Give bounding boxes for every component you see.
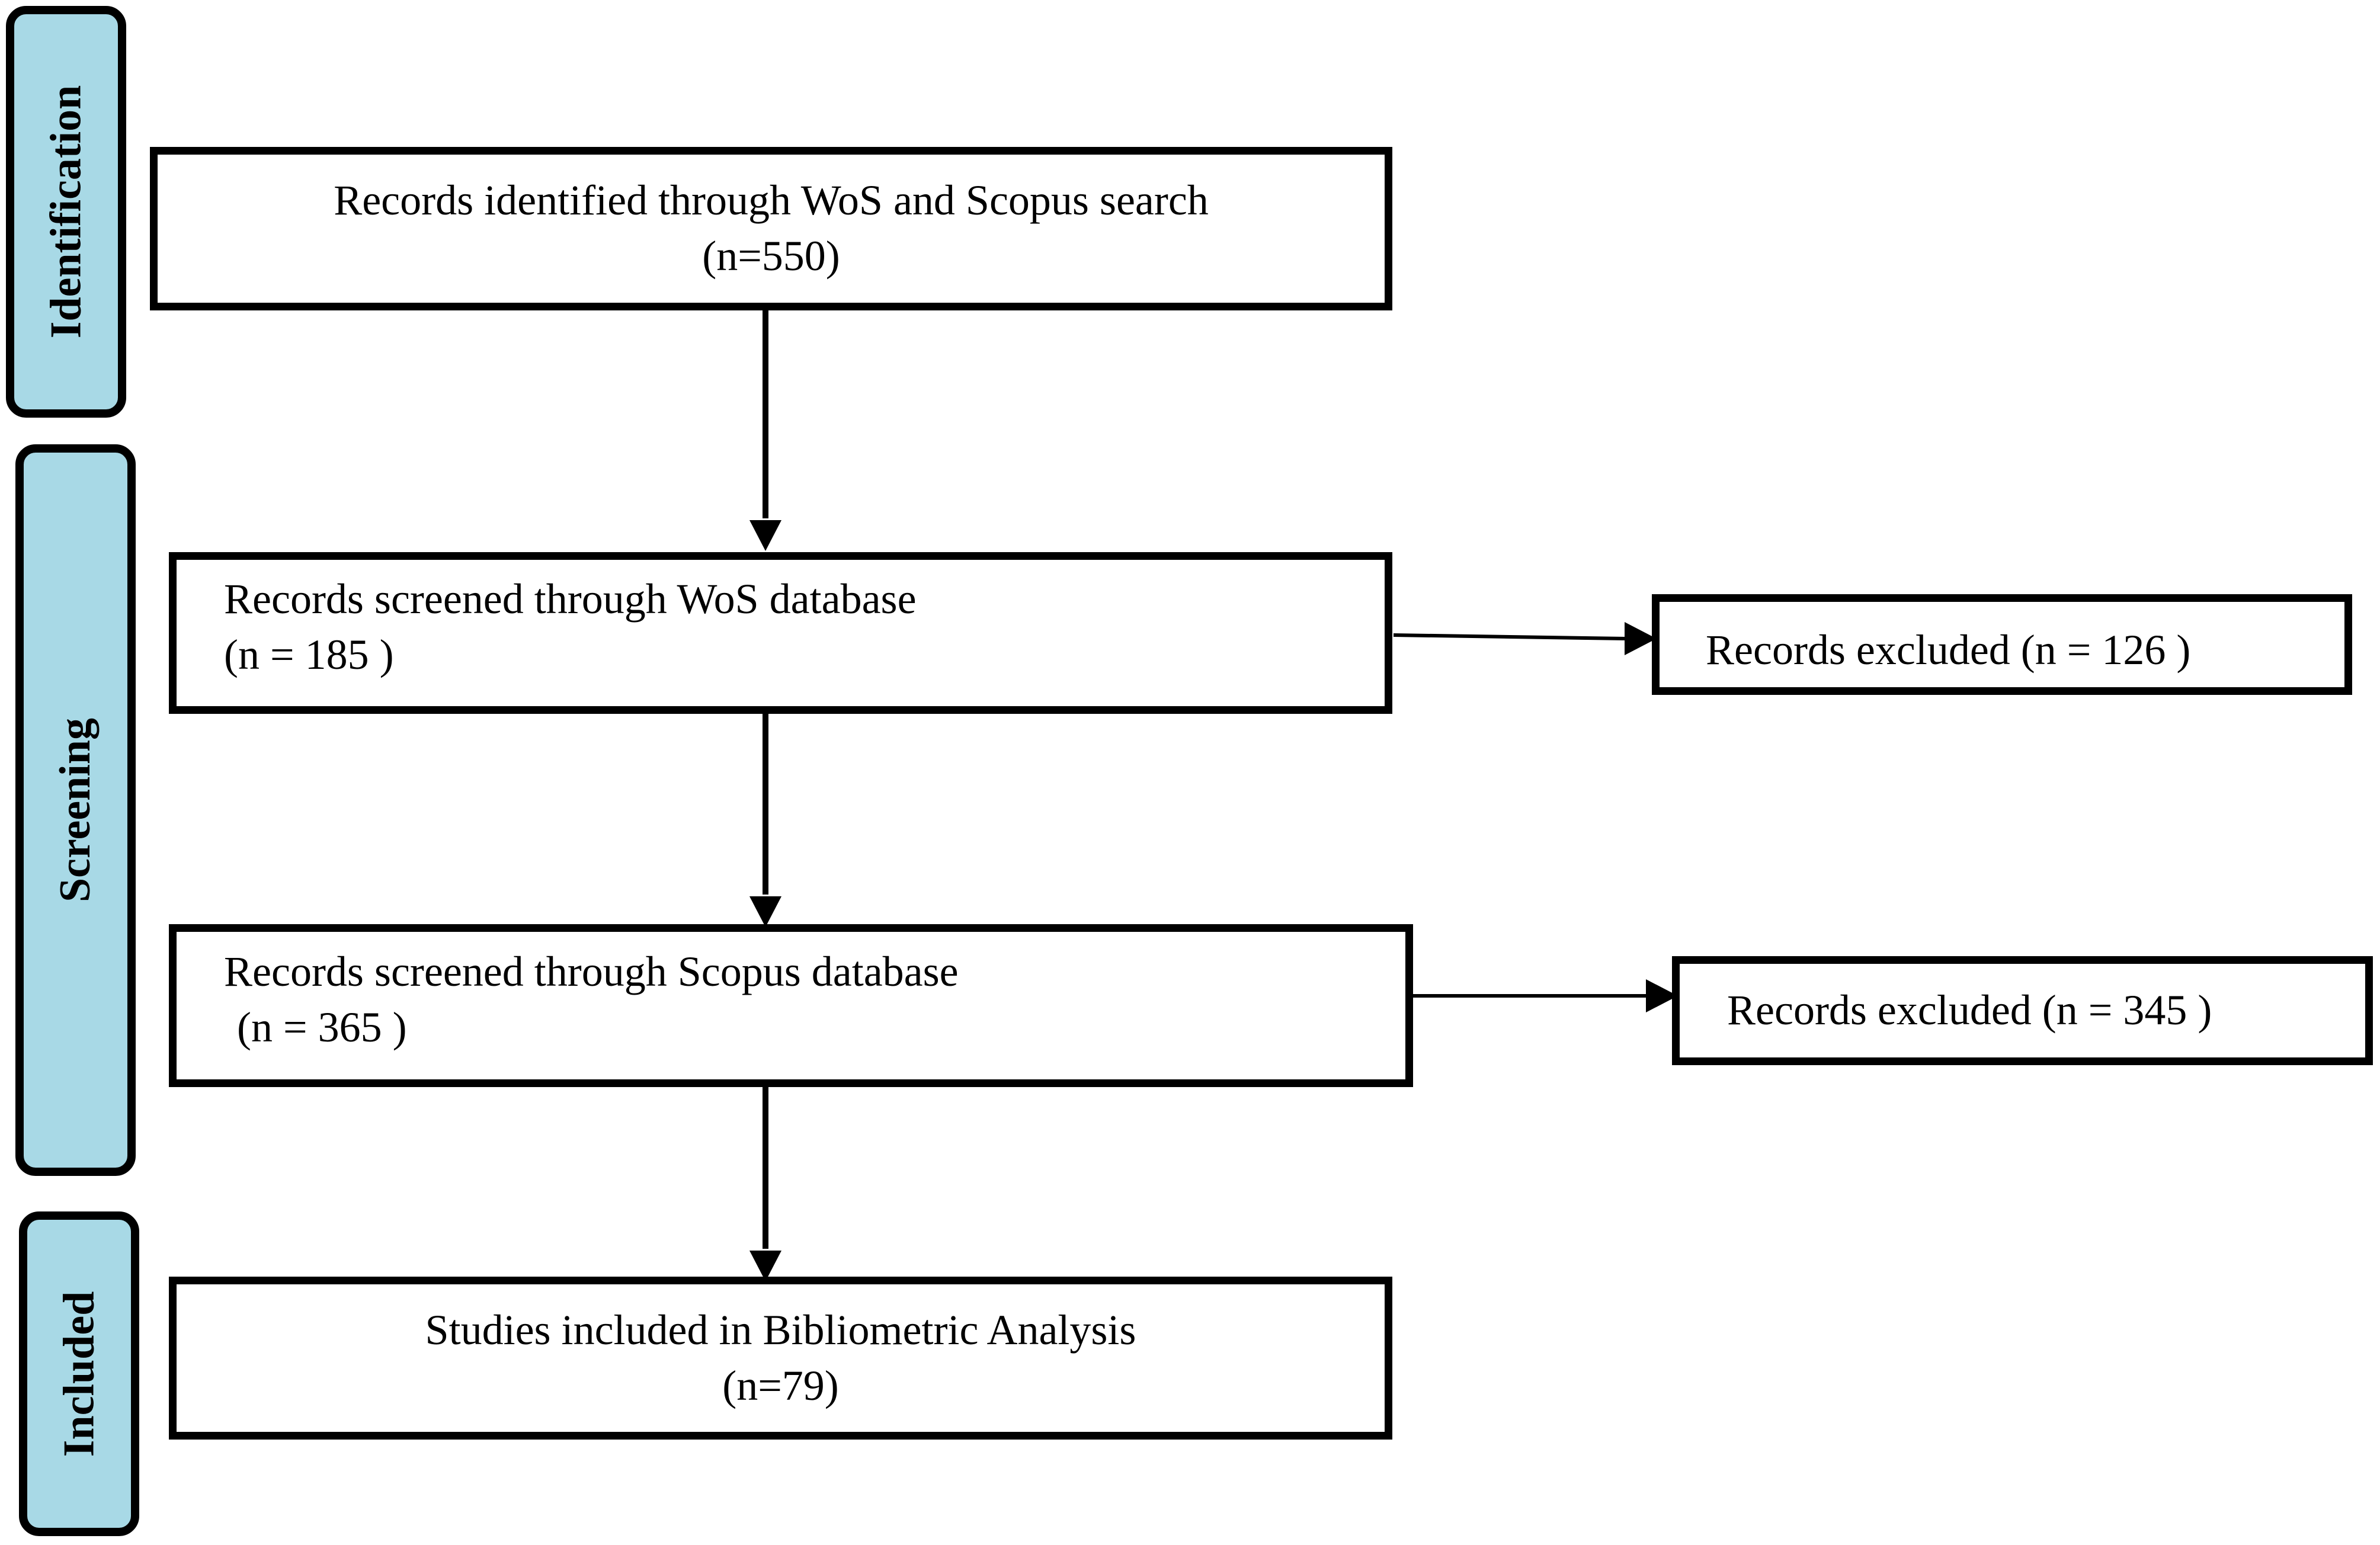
box-records-scopus: Records screened through Scopus database… <box>169 924 1413 1087</box>
arrowhead-scopus-to-included <box>749 1251 781 1281</box>
arrowhead-wos-to-scopus <box>749 896 781 927</box>
box-studies-included-count: (n=79) <box>722 1361 839 1409</box>
box-records-identified-text: Records identified through WoS and Scopu… <box>334 177 1209 225</box>
box-records-wos: Records screened through WoS database (n… <box>169 552 1392 714</box>
box-records-wos-count: (n = 185 ) <box>224 630 394 678</box>
box-records-scopus-count: (n = 365 ) <box>237 1003 407 1051</box>
box-studies-included: Studies included in Bibliometric Analysi… <box>169 1277 1392 1440</box>
box-scopus-excluded-text: Records excluded (n = 345 ) <box>1727 986 2212 1034</box>
box-records-wos-text: Records screened through WoS database <box>224 575 917 623</box>
stage-included: Included <box>19 1211 139 1536</box>
box-studies-included-text: Studies included in Bibliometric Analysi… <box>425 1306 1136 1354</box>
box-wos-excluded-text: Records excluded (n = 126 ) <box>1706 626 2191 674</box>
arrow-wos-to-excluded <box>1393 633 1626 640</box>
arrowhead-wos-to-excluded <box>1625 622 1657 655</box>
stage-included-label: Included <box>55 1291 104 1457</box>
box-scopus-excluded: Records excluded (n = 345 ) <box>1672 956 2373 1065</box>
box-records-identified: Records identified through WoS and Scopu… <box>150 147 1392 310</box>
stage-identification-label: Identification <box>41 85 90 339</box>
box-records-identified-count: (n=550) <box>702 232 840 280</box>
arrowhead-identified-to-wos <box>749 520 781 551</box>
stage-identification: Identification <box>6 6 126 418</box>
arrowhead-scopus-to-excluded <box>1646 979 1678 1012</box>
stage-screening-label: Screening <box>51 717 100 903</box>
stage-screening: Screening <box>15 444 136 1176</box>
box-wos-excluded: Records excluded (n = 126 ) <box>1652 594 2352 695</box>
box-records-scopus-text: Records screened through Scopus database <box>224 947 959 995</box>
